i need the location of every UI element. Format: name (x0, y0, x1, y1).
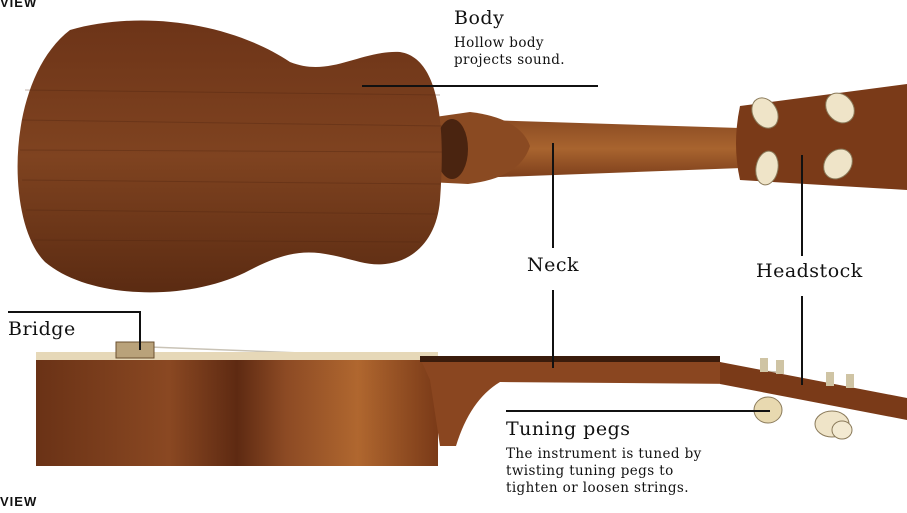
tuning-pegs-label: Tuning pegs (506, 420, 630, 439)
body-description-line: projects sound. (454, 52, 565, 69)
tuning-pegs-description: The instrument is tuned by twisting tuni… (506, 446, 702, 497)
body-description: Hollow body projects sound. (454, 35, 565, 69)
tuning-pegs-description-line: twisting tuning pegs to (506, 463, 702, 480)
peg-post-icon (846, 374, 854, 388)
body-description-line: Hollow body (454, 35, 565, 52)
bridge-label: Bridge (8, 320, 76, 339)
back-body (18, 20, 442, 292)
fretboard (420, 356, 720, 362)
side-view-label: VIEW (0, 495, 37, 508)
side-body (36, 360, 438, 466)
neck-label: Neck (525, 256, 581, 275)
back-view-label: VIEW (0, 0, 37, 9)
tuning-pegs-description-line: The instrument is tuned by (506, 446, 702, 463)
soundboard-edge (36, 352, 438, 360)
peg-post-icon (760, 358, 768, 372)
peg-post-icon (776, 360, 784, 374)
bridge (116, 342, 154, 358)
headstock-label: Headstock (754, 262, 865, 281)
peg-button-icon (832, 421, 852, 439)
tuning-pegs-description-line: tighten or loosen strings. (506, 480, 702, 497)
peg-post-icon (826, 372, 834, 386)
ukulele-side-view (36, 342, 907, 466)
body-label: Body (454, 9, 504, 28)
